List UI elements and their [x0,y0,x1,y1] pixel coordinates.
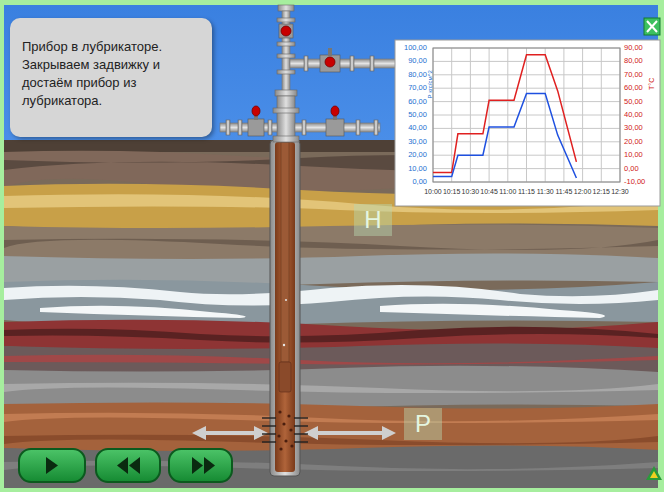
time-tick-label: 10:15 [443,188,461,196]
axis-tick-label: 10,00 [624,151,643,159]
axis-tick-label: 60,00 [624,84,643,92]
grid-line [433,128,620,129]
time-tick-label: 10:45 [480,188,498,196]
axis-tick-label: 10,00 [408,165,427,173]
grid-line [433,141,620,142]
axis-tick-label: 50,00 [624,98,643,106]
grid-line [433,115,620,116]
plot-frame [433,48,620,182]
axis-tick-label: 90,00 [624,44,643,52]
axis-tick-label: 20,00 [408,151,427,159]
axis-tick-label: 40,00 [408,124,427,132]
grid-line [601,48,602,182]
axis-tick-label: 70,00 [624,71,643,79]
time-tick-label: 11:00 [499,188,516,196]
note-box: Прибор в лубрикаторе. Закрываем задвижку… [10,18,212,137]
note-text: Прибор в лубрикаторе. Закрываем задвижку… [22,38,198,110]
axis-tick-label: 20,00 [624,138,643,146]
time-tick-label: 11:15 [518,188,535,196]
axis-tick-label: -10,00 [624,178,645,186]
time-tick-label: 10:30 [462,188,480,196]
time-tick-label: 12:00 [574,188,592,196]
axis-tick-label: 60,00 [408,98,427,106]
axis-tick-label: 80,00 [624,57,643,65]
time-tick-label: 11:30 [537,188,554,196]
layer-label: P [415,411,431,437]
grid-line [582,48,583,182]
grid-line [433,168,620,169]
time-tick-label: 11:45 [555,188,572,196]
axis-title: T°C [648,78,656,90]
axis-tick-label: 80,00 [408,71,427,79]
temperature-curve [433,55,576,173]
axis-tick-label: 30,00 [624,124,643,132]
time-tick-label: 12:30 [611,188,629,196]
axis-tick-label: 0,00 [624,165,639,173]
layer-label: H [364,207,381,233]
axis-tick-label: 40,00 [624,111,643,119]
pressure-curve [433,94,576,178]
axis-tick-label: 70,00 [408,84,427,92]
time-tick-label: 10:00 [424,188,442,196]
time-tick-label: 12:15 [593,188,611,196]
axis-tick-label: 0,00 [412,178,427,186]
axis-tick-label: 100,00 [404,44,427,52]
axis-title: P кгс/см^2 [427,70,434,98]
axis-tick-label: 50,00 [408,111,427,119]
axis-tick-label: 90,00 [408,57,427,65]
grid-line [545,48,546,182]
axis-tick-label: 30,00 [408,138,427,146]
